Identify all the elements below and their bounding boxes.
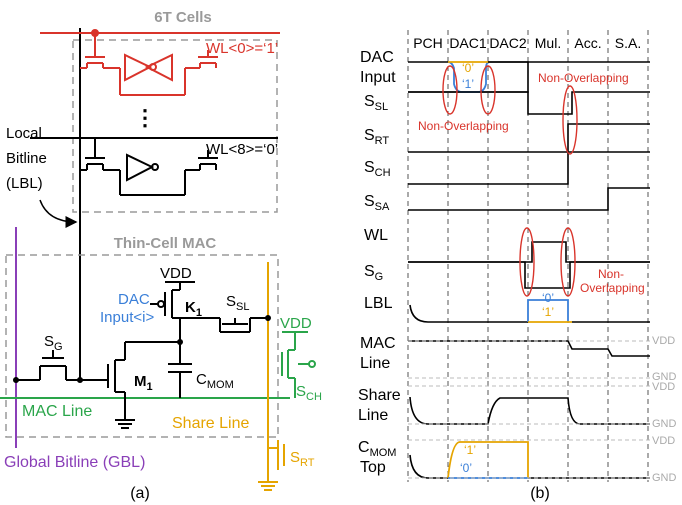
lbl-bit1: ‘1’ [542, 305, 554, 319]
phase-dac2: DAC2 [489, 35, 527, 51]
wave-ssa [408, 187, 650, 211]
vdd-ref-3: VDD [652, 435, 675, 447]
cmom-pulse-1 [447, 441, 529, 479]
k1-label: K1 [185, 299, 202, 319]
wave-sch [408, 151, 650, 185]
ssl-label: SSL [226, 293, 249, 313]
panel-a: 6T Cells WL<0>=‘1’ [0, 4, 322, 502]
non-overlap-3a: Non- [598, 267, 624, 281]
reference-lines [408, 340, 650, 479]
lbl-pulse-0 [527, 299, 569, 322]
wave-lbl [409, 304, 650, 323]
phase-dividers [407, 30, 649, 482]
sig-ssl: SSL [364, 93, 388, 113]
non-overlap-3b: Overlapping [580, 281, 645, 295]
phase-acc: Acc. [574, 35, 601, 51]
gbl-node [13, 377, 19, 383]
mac-title-bg [95, 233, 235, 253]
srt-label: SRT [290, 449, 315, 469]
sig-share-1: Share [358, 387, 401, 404]
lbl-label-line3: (LBL) [6, 175, 43, 192]
gbl-label: Global Bitline (GBL) [4, 454, 145, 471]
cells-ellipsis: ⋮ [134, 105, 156, 130]
mac-circuit [16, 281, 268, 429]
sig-dac-2: Input [360, 69, 396, 86]
cap-node [177, 339, 183, 345]
sig-ssa: SSA [364, 193, 390, 213]
lbl-bit0: ‘0’ [542, 291, 554, 305]
vdd-label-sch: VDD [280, 315, 312, 332]
panel-b: PCH DAC1 DAC2 Mul. Acc. S.A. DAC Input S… [358, 30, 677, 502]
wave-mac [408, 340, 650, 357]
mac-title: Thin-Cell MAC [114, 235, 217, 252]
sch-switch [281, 331, 316, 398]
dac-input-label-2: Input<i> [100, 309, 154, 326]
cmom-bit0: ‘0’ [460, 461, 472, 475]
sram-cell-wl8 [30, 137, 278, 196]
cmom-bit1: ‘1’ [464, 443, 476, 457]
wl0-label: WL<0>=‘1’ [206, 40, 278, 57]
phase-mul: Mul. [535, 35, 561, 51]
phase-pch: PCH [413, 35, 443, 51]
sig-lbl: LBL [364, 295, 393, 312]
six-t-cells-box [72, 39, 278, 213]
non-overlap-2: Non-Overlapping [538, 71, 629, 85]
gnd-ref-1: GND [652, 371, 677, 383]
cells-title: 6T Cells [154, 9, 212, 26]
sg-label: SG [44, 333, 63, 353]
sig-sg: SG [364, 263, 383, 283]
non-overlap-1: Non-Overlapping [418, 119, 509, 133]
mac-line-label: MAC Line [22, 403, 92, 420]
dac-to-ssl [408, 61, 529, 93]
wave-wl [408, 241, 650, 263]
wave-srt [408, 123, 650, 153]
sch-label: SCH [296, 383, 322, 403]
sig-share-2: Line [358, 407, 388, 424]
thin-cell-mac-box [5, 254, 279, 438]
vdd-label-k1: VDD [160, 265, 192, 282]
vdd-ref-2: VDD [652, 381, 675, 393]
sig-cmom: CMOM [358, 439, 396, 459]
sig-mac-1: MAC [360, 335, 396, 352]
sig-srt: SRT [364, 127, 389, 147]
sig-dac-1: DAC [360, 49, 394, 66]
gnd-ref-2: GND [652, 418, 677, 430]
m1-label: M1 [134, 373, 153, 393]
dac-bit1: ‘1’ [462, 77, 474, 91]
sram-cell-wl0 [40, 29, 280, 96]
srt-switch [258, 440, 285, 491]
dac-bit0: ‘0’ [462, 61, 474, 75]
lbl-label-line2: Bitline [6, 150, 47, 167]
sig-sch: SCH [364, 159, 391, 179]
wave-cmom [409, 454, 650, 479]
sig-wl: WL [364, 227, 388, 244]
gnd-ref-3: GND [652, 472, 677, 484]
lbl-label-line1: Local [6, 125, 42, 142]
wl8-label: WL<8>=‘0’ [206, 141, 278, 158]
cells-title-bg [134, 4, 234, 26]
share-node [265, 315, 271, 321]
cmom-label: CMOM [196, 371, 234, 391]
sig-mac-2: Line [360, 355, 390, 372]
sig-cmom-2: Top [360, 459, 386, 476]
wave-share [409, 396, 650, 425]
share-line-label: Share Line [172, 415, 249, 432]
dac-input-label-1: DAC [118, 291, 150, 308]
phase-sa: S.A. [615, 35, 641, 51]
lbl-pointer-arrow [39, 199, 78, 228]
phase-dac1: DAC1 [449, 35, 487, 51]
vdd-ref-1: VDD [652, 335, 675, 347]
wave-sg [408, 261, 650, 289]
non-overlap-marks [442, 65, 578, 297]
caption-a: (a) [130, 485, 150, 502]
caption-b: (b) [530, 485, 550, 502]
lbl-node [77, 377, 83, 383]
